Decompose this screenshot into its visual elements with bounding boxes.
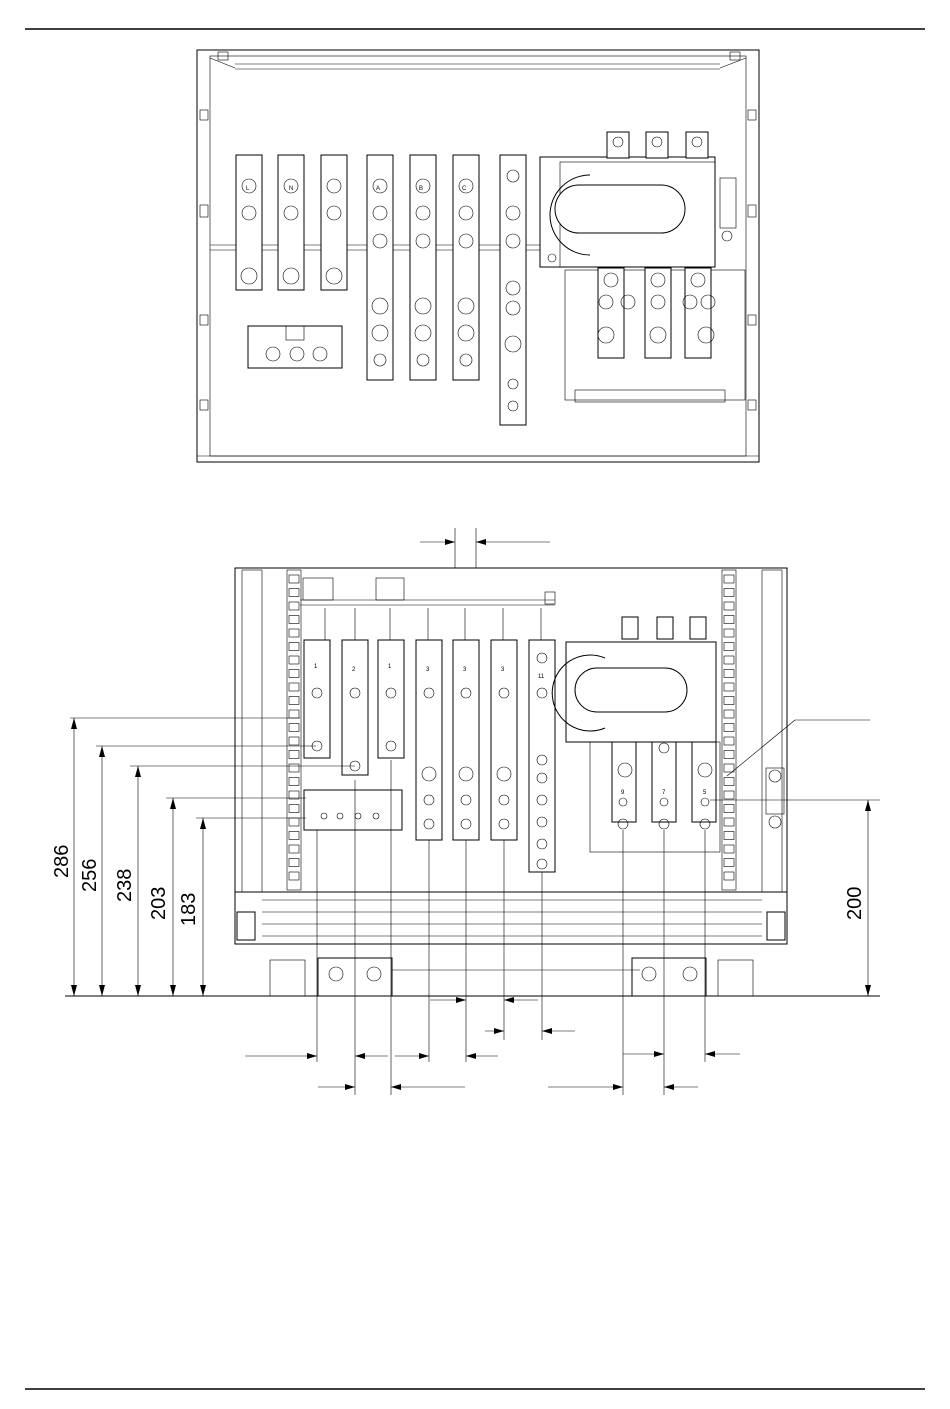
dimension-203: 203 <box>148 887 170 920</box>
busbar-label-4: B <box>419 186 423 192</box>
dimension-286: 286 <box>51 845 73 878</box>
busbar-label-5: C <box>462 186 467 192</box>
dimension-183: 183 <box>178 893 200 926</box>
dimension-256: 256 <box>79 859 101 892</box>
dimension-238: 238 <box>114 869 136 902</box>
busbar-label-2: N <box>289 186 293 192</box>
top-view-drawing: L N A B C <box>197 50 759 462</box>
dimension-200: 200 <box>844 887 866 920</box>
front-view-drawing: 1 2 1 3 3 3 11 <box>51 528 880 1095</box>
busbar-label-3: A <box>376 186 380 192</box>
terminal-number-7: 11 <box>538 674 545 680</box>
